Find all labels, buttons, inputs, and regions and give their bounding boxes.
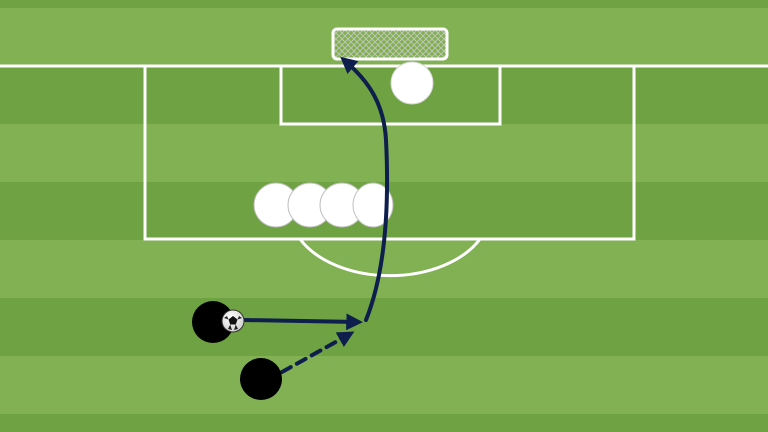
goalkeeper-marker[interactable] xyxy=(390,61,434,105)
pass-arrow[interactable] xyxy=(242,313,364,331)
defensive-wall xyxy=(253,182,394,228)
run-arrow[interactable] xyxy=(280,331,355,374)
wall-player-4[interactable] xyxy=(352,182,394,228)
pitch-markings xyxy=(0,64,768,278)
football-icon[interactable] xyxy=(221,309,245,333)
six-yard-box xyxy=(279,64,502,126)
movement-arrows xyxy=(242,56,390,374)
penalty-arc xyxy=(298,238,482,278)
goal-net xyxy=(331,27,449,61)
attacker-runner[interactable] xyxy=(240,358,282,400)
attacker-with-ball[interactable] xyxy=(192,301,234,343)
shot-arrow[interactable] xyxy=(340,56,390,322)
